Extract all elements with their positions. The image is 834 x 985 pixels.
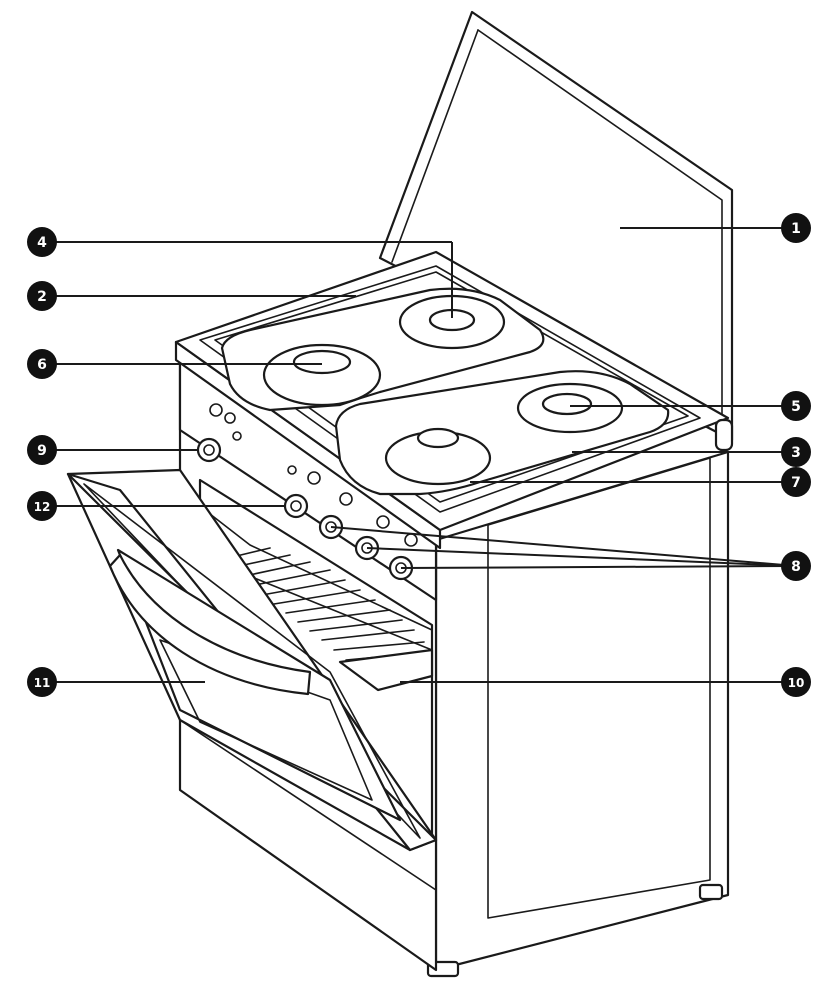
- burner-front-left: [384, 427, 492, 486]
- callout-label: 7: [791, 475, 801, 491]
- callout-label: 12: [34, 500, 51, 514]
- callout-3: 3: [781, 437, 811, 467]
- callout-4: 4: [27, 227, 57, 257]
- knob-12[interactable]: [283, 493, 309, 519]
- callout-8: 8: [781, 551, 811, 581]
- callout-label: 11: [34, 676, 51, 690]
- cooktop: [174, 250, 734, 532]
- callout-5: 5: [781, 391, 811, 421]
- callout-9: 9: [27, 435, 57, 465]
- burner-rear-left: [262, 343, 382, 407]
- door-handle[interactable]: [108, 553, 312, 696]
- side-panel: [426, 450, 730, 978]
- callout-6: 6: [27, 349, 57, 379]
- callout-12: 12: [27, 491, 57, 521]
- drip-tray: [338, 648, 434, 692]
- callout-11: 11: [27, 667, 57, 697]
- indicator-light: [232, 431, 242, 441]
- callout-label: 5: [791, 399, 801, 415]
- indicator-light: [287, 465, 297, 475]
- leader-lines: [45, 227, 797, 683]
- callout-label: 4: [37, 235, 47, 251]
- indicator-light: [376, 515, 390, 529]
- callout-2: 2: [27, 281, 57, 311]
- oven-door[interactable]: [66, 468, 438, 852]
- callout-label: 8: [791, 559, 801, 575]
- callout-10: 10: [781, 667, 811, 697]
- callout-7: 7: [781, 467, 811, 497]
- indicator-light: [224, 412, 236, 424]
- callout-label: 10: [788, 676, 805, 690]
- callout-1: 1: [781, 213, 811, 243]
- callout-label: 6: [37, 357, 47, 373]
- callout-label: 1: [791, 221, 801, 237]
- lid: [378, 10, 734, 442]
- knob-9[interactable]: [196, 437, 222, 463]
- oven-rack: [219, 547, 433, 661]
- lid-hinge: [714, 418, 734, 452]
- indicator-light: [209, 403, 223, 417]
- foot-rear: [698, 883, 724, 901]
- indicator-light: [339, 492, 353, 506]
- callout-label: 9: [37, 443, 47, 459]
- indicator-light: [307, 471, 321, 485]
- callout-label: 3: [791, 445, 801, 461]
- burner-front-right: [516, 382, 624, 434]
- callout-label: 2: [37, 289, 47, 305]
